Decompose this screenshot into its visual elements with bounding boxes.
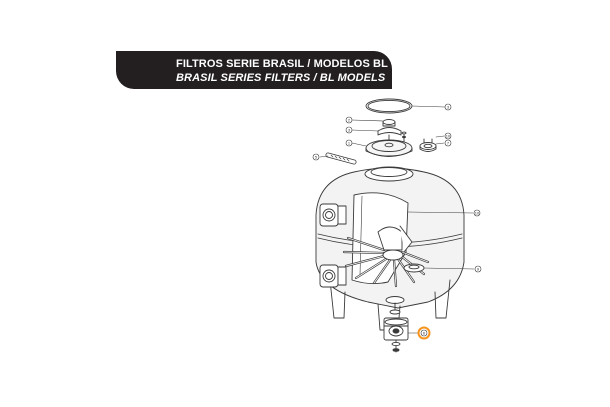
callout-c7: 5 bbox=[312, 153, 320, 161]
svg-text:3: 3 bbox=[447, 105, 450, 110]
svg-text:3: 3 bbox=[348, 128, 351, 133]
callout-c5: 10 bbox=[444, 132, 452, 140]
title-spanish: FILTROS SERIE BRASIL / MODELOS BL bbox=[176, 58, 388, 70]
callout-c8: 10 bbox=[473, 209, 481, 217]
diffuser bbox=[403, 263, 425, 273]
manometer-valve bbox=[419, 138, 437, 152]
callout-c2: 2 bbox=[345, 116, 353, 124]
drain-valve bbox=[383, 296, 409, 353]
callout-c3: 3 bbox=[345, 126, 353, 134]
upper-flange bbox=[319, 203, 347, 227]
svg-text:6: 6 bbox=[423, 331, 426, 336]
lower-flange bbox=[319, 264, 347, 288]
svg-text:10: 10 bbox=[475, 211, 480, 216]
svg-text:2: 2 bbox=[348, 118, 351, 123]
callout-c4: 1 bbox=[345, 139, 353, 147]
top-cover-lid bbox=[365, 139, 413, 157]
svg-text:5: 5 bbox=[315, 155, 318, 160]
title-banner: FILTROS SERIE BRASIL / MODELOS BL BRASIL… bbox=[116, 51, 392, 89]
callout-c9: 9 bbox=[474, 265, 482, 273]
lateral-arms-inner bbox=[343, 237, 429, 287]
svg-text:9: 9 bbox=[477, 267, 480, 272]
leader-lines bbox=[319, 105, 475, 334]
callout-c10-highlighted: 6 bbox=[417, 326, 431, 340]
sight-tube bbox=[325, 152, 357, 165]
callout-c6: 7 bbox=[444, 139, 452, 147]
callout-c1: 3 bbox=[444, 103, 452, 111]
svg-text:1: 1 bbox=[348, 141, 351, 146]
small-bolt bbox=[401, 131, 407, 143]
svg-text:7: 7 bbox=[447, 141, 450, 146]
title-english: BRASIL SERIES FILTERS / BL MODELS bbox=[176, 72, 386, 84]
svg-text:10: 10 bbox=[446, 134, 451, 139]
collector-hub bbox=[377, 225, 413, 261]
top-o-ring bbox=[365, 98, 413, 114]
